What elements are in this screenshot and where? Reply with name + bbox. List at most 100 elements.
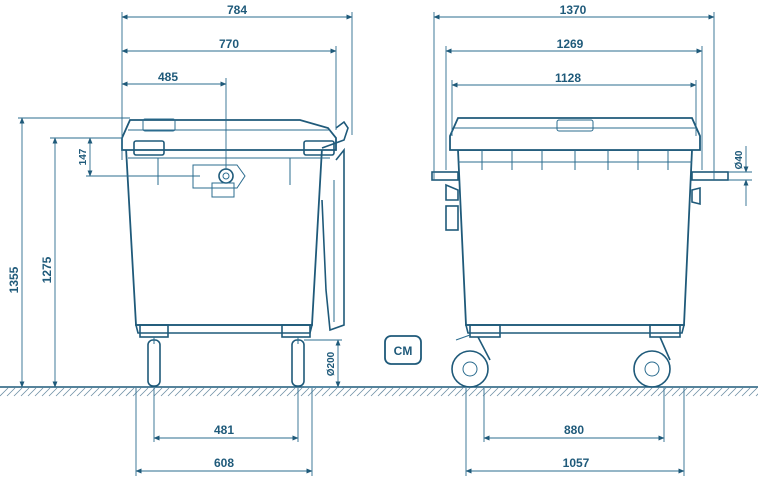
ground-hatch-mark xyxy=(601,387,611,397)
ground-hatch-mark xyxy=(34,387,44,397)
ground-hatch-mark xyxy=(545,387,555,397)
ground-hatch xyxy=(0,386,758,397)
ground-hatch-mark xyxy=(741,387,751,397)
ground-hatch-mark xyxy=(664,387,674,397)
ground-hatch-mark xyxy=(174,387,184,397)
ground-hatch-mark xyxy=(377,387,387,397)
ground-hatch-mark xyxy=(55,387,65,397)
dim-side-body-width: 1128 xyxy=(555,71,581,85)
ground-hatch-mark xyxy=(496,387,506,397)
ground-hatch-mark xyxy=(342,387,352,397)
ground-hatch-mark xyxy=(475,387,485,397)
ground-hatch-mark xyxy=(48,387,58,397)
dim-side-base-width: 1057 xyxy=(563,456,590,470)
ground-hatch-mark xyxy=(139,387,149,397)
dim-overall-height: 1355 xyxy=(7,266,21,293)
ground-hatch-mark xyxy=(286,387,296,397)
ground-hatch-mark xyxy=(300,387,310,397)
dim-front-half-width: 485 xyxy=(158,70,178,84)
ground-hatch-mark xyxy=(559,387,569,397)
ground-hatch-mark xyxy=(720,387,730,397)
ground-hatch-mark xyxy=(181,387,191,397)
ground-hatch-mark xyxy=(230,387,240,397)
ground-hatch-mark xyxy=(69,387,79,397)
ground-hatch-mark xyxy=(447,387,457,397)
ground-hatch-mark xyxy=(405,387,415,397)
ground-hatch-mark xyxy=(328,387,338,397)
dim-front-body-width: 770 xyxy=(219,37,239,51)
ground-hatch-mark xyxy=(237,387,247,397)
ground-hatch-mark xyxy=(202,387,212,397)
ground-hatch-mark xyxy=(713,387,723,397)
ground-hatch-mark xyxy=(615,387,625,397)
ground-hatch-mark xyxy=(41,387,51,397)
ground-hatch-mark xyxy=(314,387,324,397)
dim-front-overall-width: 784 xyxy=(227,3,247,17)
ground-hatch-mark xyxy=(594,387,604,397)
ground-hatch-mark xyxy=(531,387,541,397)
ground-hatch-mark xyxy=(27,387,37,397)
ground-hatch-mark xyxy=(216,387,226,397)
ground-hatch-mark xyxy=(132,387,142,397)
ground-hatch-mark xyxy=(188,387,198,397)
dim-front-wheel-span: 481 xyxy=(214,423,234,437)
ground-hatch-mark xyxy=(391,387,401,397)
ground-hatch-mark xyxy=(62,387,72,397)
ground-hatch-mark xyxy=(349,387,359,397)
dim-side-handle-width: 1269 xyxy=(557,37,584,51)
ground-hatch-mark xyxy=(468,387,478,397)
ground-hatch-mark xyxy=(370,387,380,397)
ground-hatch-mark xyxy=(510,387,520,397)
ground-hatch-mark xyxy=(209,387,219,397)
ground-hatch-mark xyxy=(167,387,177,397)
ground-hatch-mark xyxy=(440,387,450,397)
dim-lid-depth: 147 xyxy=(78,148,89,165)
ground-hatch-mark xyxy=(356,387,366,397)
front-view-container xyxy=(121,118,349,387)
dim-front-base-width: 608 xyxy=(214,456,234,470)
ground-hatch-mark xyxy=(650,387,660,397)
ground-hatch-mark xyxy=(734,387,744,397)
ground-hatch-mark xyxy=(503,387,513,397)
dim-wheel-diameter: Ø200 xyxy=(326,351,337,376)
ground-hatch-mark xyxy=(363,387,373,397)
ground-hatch-mark xyxy=(643,387,653,397)
ground-hatch-mark xyxy=(566,387,576,397)
ground-hatch-mark xyxy=(279,387,289,397)
ground-hatch-mark xyxy=(622,387,632,397)
ground-hatch-mark xyxy=(748,387,758,397)
ground-hatch-mark xyxy=(489,387,499,397)
side-view-container xyxy=(431,117,729,388)
ground-hatch-mark xyxy=(685,387,695,397)
ground-hatch-mark xyxy=(118,387,128,397)
ground-hatch-mark xyxy=(699,387,709,397)
ground-hatch-mark xyxy=(678,387,688,397)
dim-pin-diameter: Ø40 xyxy=(734,150,745,169)
cm-badge-label: CM xyxy=(394,344,413,358)
ground-hatch-mark xyxy=(6,387,16,397)
ground-hatch-mark xyxy=(20,387,30,397)
ground-hatch-mark xyxy=(111,387,121,397)
ground-hatch-mark xyxy=(636,387,646,397)
ground-hatch-mark xyxy=(195,387,205,397)
ground-hatch-mark xyxy=(657,387,667,397)
ground-hatch-mark xyxy=(629,387,639,397)
ground-hatch-mark xyxy=(272,387,282,397)
ground-hatch-mark xyxy=(706,387,716,397)
ground-hatch-mark xyxy=(258,387,268,397)
ground-hatch-mark xyxy=(419,387,429,397)
ground-hatch-mark xyxy=(251,387,261,397)
ground-hatch-mark xyxy=(552,387,562,397)
ground-hatch-mark xyxy=(727,387,737,397)
ground-hatch-mark xyxy=(517,387,527,397)
ground-hatch-mark xyxy=(83,387,93,397)
ground-hatch-mark xyxy=(538,387,548,397)
ground-hatch-mark xyxy=(160,387,170,397)
dim-side-wheel-span: 880 xyxy=(564,423,584,437)
ground-hatch-mark xyxy=(433,387,443,397)
ground-hatch-mark xyxy=(426,387,436,397)
ground-hatch-mark xyxy=(412,387,422,397)
ground-hatch-mark xyxy=(608,387,618,397)
ground-hatch-mark xyxy=(580,387,590,397)
